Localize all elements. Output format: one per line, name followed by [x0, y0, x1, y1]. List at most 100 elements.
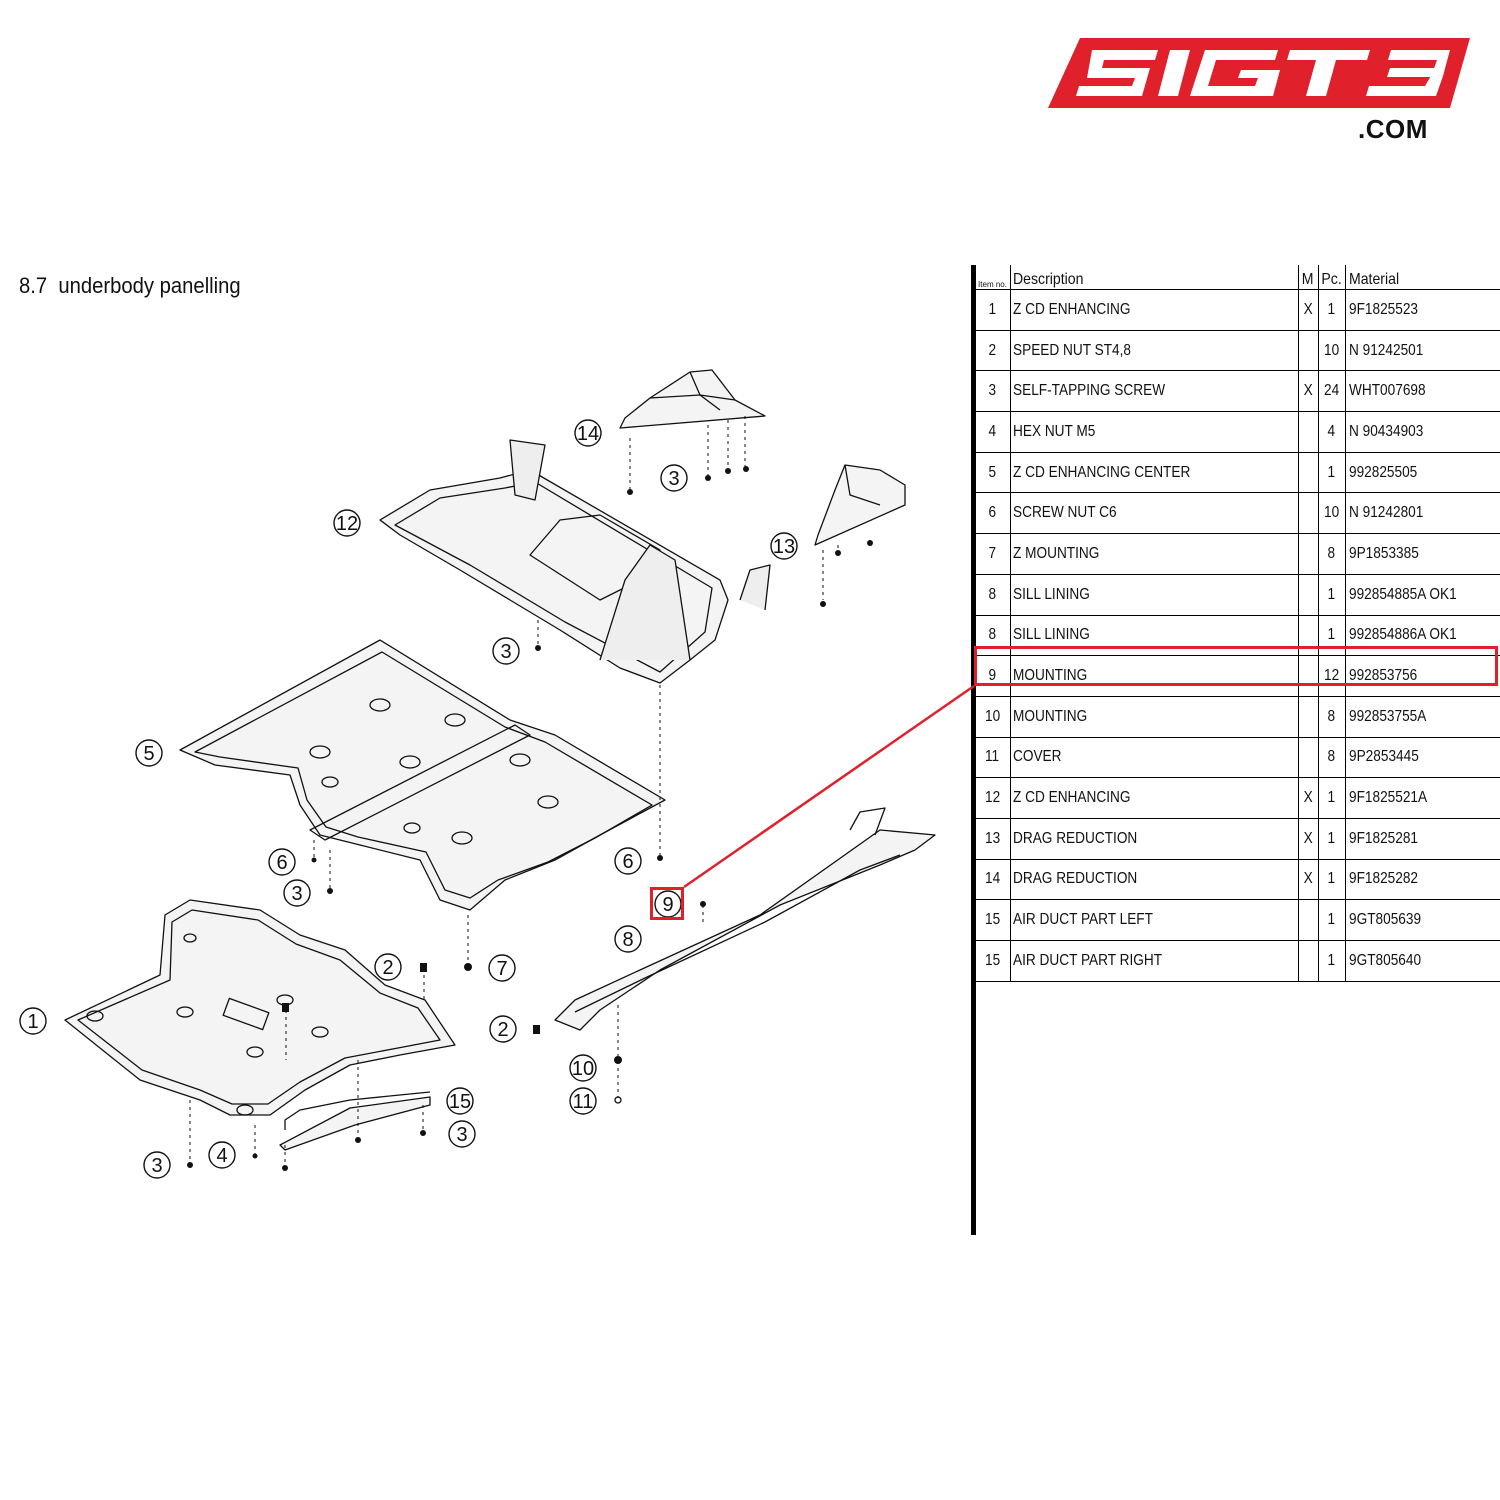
part-1-lower-panel: [64, 899, 456, 1116]
row-pc: 1: [1327, 585, 1336, 603]
callout-11: 11: [569, 1087, 597, 1115]
row-material: 9P2853445: [1349, 748, 1419, 766]
part-12-upper-panel: [379, 439, 771, 684]
row-item-no: 15: [984, 911, 1001, 929]
callout-4: 4: [208, 1141, 236, 1169]
callout-14: 14: [574, 419, 602, 447]
highlighted-callout-outline: [650, 887, 684, 920]
row-material: 992853756: [1349, 667, 1418, 685]
row-material: N 91242501: [1349, 341, 1424, 359]
header-m: M: [1302, 271, 1314, 288]
callout-label: 9: [662, 894, 673, 916]
callout-label: 12: [336, 513, 358, 535]
row-material: 9GT805639: [1349, 911, 1422, 929]
row-m: [1299, 493, 1317, 533]
row-pc: 1: [1327, 463, 1336, 481]
row-description: DRAG REDUCTION: [1013, 870, 1138, 888]
callout-label: 5: [143, 743, 154, 765]
row-item-no: 15: [984, 951, 1001, 969]
row-pc: 24: [1323, 382, 1340, 400]
callout-2: 2: [374, 953, 402, 981]
row-material: 992853755A: [1349, 707, 1427, 725]
row-description: MOUNTING: [1013, 707, 1088, 725]
callout-label: 3: [291, 883, 302, 905]
callout-3: 3: [283, 879, 311, 907]
row-m: X: [1303, 382, 1313, 400]
row-description: AIR DUCT PART RIGHT: [1013, 951, 1163, 969]
callout-label: 4: [216, 1145, 227, 1167]
table-header: Item no. Description M Pc. Material: [976, 265, 1500, 290]
row-item-no: 11: [985, 748, 1000, 766]
row-description: SPEED NUT ST4,8: [1013, 341, 1132, 359]
row-item-no: 6: [988, 504, 997, 522]
callout-15: 15: [446, 1087, 474, 1115]
part-5-center-panel: [179, 639, 666, 911]
row-pc: 1: [1327, 870, 1336, 888]
row-item-no: 8: [988, 585, 997, 603]
callout-label: 3: [151, 1155, 162, 1177]
callout-label: 3: [668, 468, 679, 490]
row-m: [1299, 534, 1317, 574]
callout-label: 8: [622, 929, 633, 951]
row-material: 992854885A OK1: [1349, 585, 1457, 603]
callout-3: 3: [143, 1151, 171, 1179]
row-m: [1299, 900, 1317, 940]
callout-label: 1: [27, 1011, 38, 1033]
row-description: Z CD ENHANCING: [1013, 789, 1131, 807]
row-m: X: [1303, 829, 1313, 847]
row-material: 9F1825281: [1349, 829, 1419, 847]
row-pc: 1: [1327, 300, 1336, 318]
callout-10: 10: [569, 1054, 597, 1082]
header-description: Description: [1013, 271, 1084, 288]
callout-label: 3: [500, 641, 511, 663]
row-item-no: 14: [984, 870, 1001, 888]
callout-label: 11: [573, 1091, 594, 1113]
callout-3: 3: [448, 1120, 476, 1148]
row-pc: 1: [1327, 911, 1336, 929]
callout-label: 14: [577, 423, 599, 445]
row-description: HEX NUT M5: [1013, 422, 1096, 440]
row-item-no: 1: [988, 300, 997, 318]
part-13-drag-reduction: [814, 464, 906, 546]
callout-1: 1: [19, 1007, 47, 1035]
row-description: Z CD ENHANCING: [1013, 300, 1131, 318]
row-description: MOUNTING: [1013, 667, 1088, 685]
row-item-no: 5: [988, 463, 997, 481]
callout-3: 3: [492, 637, 520, 665]
callout-13: 13: [770, 532, 798, 560]
header-item-no: Item no.: [978, 280, 1007, 289]
row-pc: 8: [1327, 707, 1336, 725]
row-material: 9F1825282: [1349, 870, 1419, 888]
row-material: 9F1825521A: [1349, 789, 1428, 807]
row-description: SILL LINING: [1013, 626, 1090, 644]
header-pc: Pc.: [1321, 271, 1342, 288]
brand-logo: .COM: [1040, 30, 1480, 160]
row-item-no: 3: [988, 382, 997, 400]
callout-12: 12: [333, 509, 361, 537]
row-description: Z MOUNTING: [1013, 544, 1100, 562]
callout-label: 13: [773, 536, 795, 558]
row-m: [1299, 738, 1317, 778]
row-item-no: 4: [988, 422, 997, 440]
callout-label: 6: [622, 851, 633, 873]
callout-label: 2: [382, 957, 393, 979]
